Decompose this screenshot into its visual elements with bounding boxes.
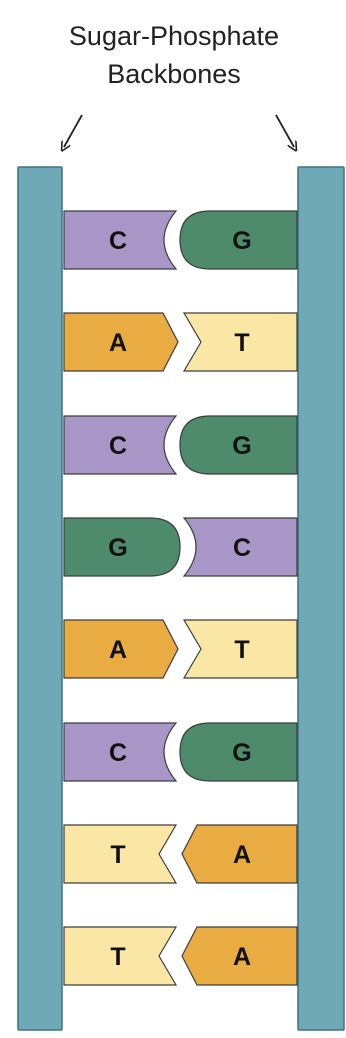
- right-base-label: A: [233, 841, 251, 869]
- left-base-label: T: [110, 943, 125, 971]
- right-base-label: G: [232, 739, 251, 767]
- left-base-label: A: [109, 636, 127, 664]
- right-base-label: T: [234, 636, 249, 664]
- left-base-label: C: [109, 227, 127, 255]
- right-sugar-phosphate-backbone: [298, 167, 344, 1030]
- left-base-label: A: [109, 329, 127, 357]
- right-base-label: G: [232, 432, 251, 460]
- left-base-label: T: [110, 841, 125, 869]
- title-line-2: Backbones: [107, 59, 241, 89]
- left-sugar-phosphate-backbone: [18, 167, 62, 1030]
- left-pointer-arrow: [64, 115, 82, 147]
- left-base-label: G: [108, 534, 127, 562]
- right-pointer-arrow: [276, 115, 294, 147]
- right-base-label: C: [233, 534, 251, 562]
- left-base-label: C: [109, 432, 127, 460]
- right-base-label: G: [232, 227, 251, 255]
- title-line-1: Sugar-Phosphate: [69, 21, 279, 51]
- right-base-label: T: [234, 329, 249, 357]
- left-base-label: C: [109, 739, 127, 767]
- right-base-label: A: [233, 943, 251, 971]
